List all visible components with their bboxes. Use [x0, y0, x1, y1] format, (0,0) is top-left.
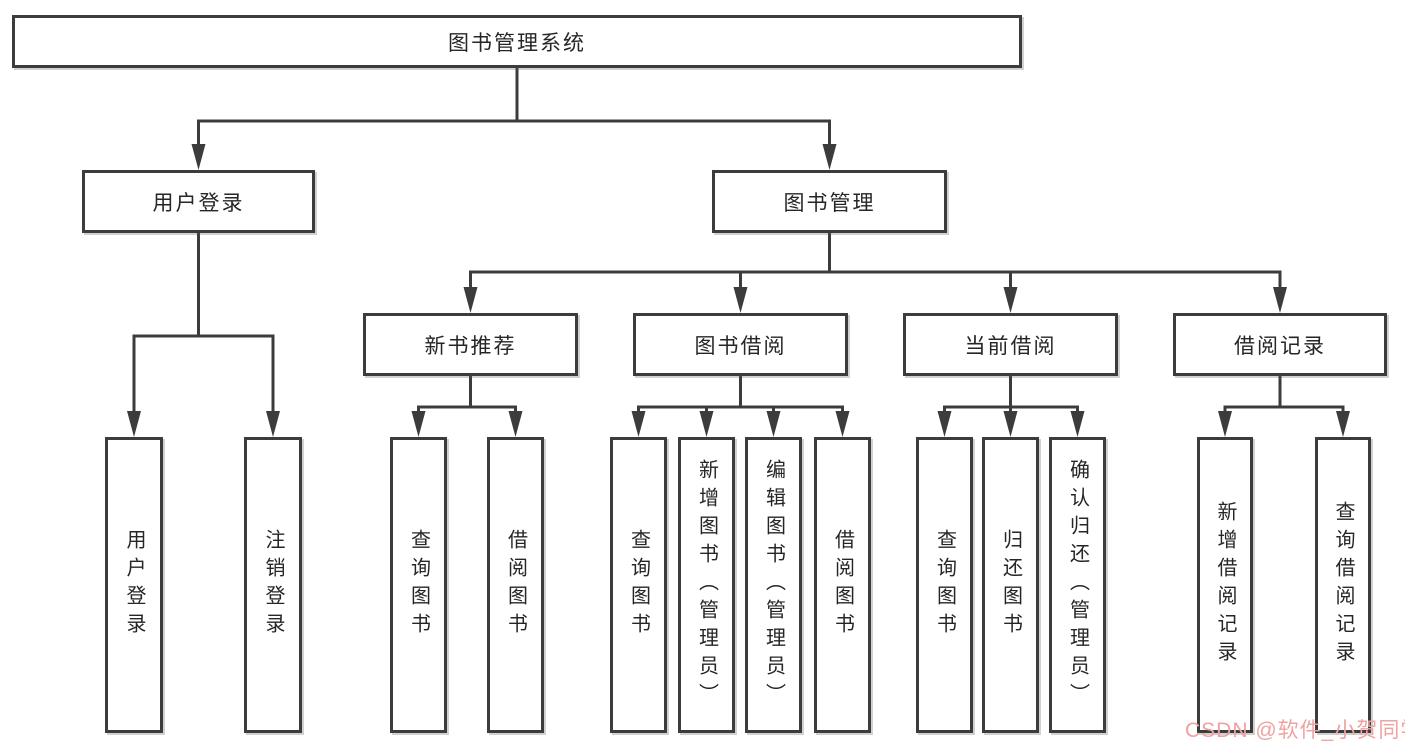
arrowhead [822, 144, 837, 170]
edge-records-to-leaves [1223, 376, 1345, 417]
node-label: 查询图书 [407, 529, 430, 641]
node-label: 用户登录 [152, 191, 245, 215]
arrowhead [1003, 287, 1018, 313]
arrowhead [191, 144, 206, 170]
node-leaf-return-books: 归还图书 [982, 437, 1039, 733]
node-label: 注销登录 [262, 529, 284, 641]
arrowhead [766, 411, 781, 437]
node-label: 查询图书 [933, 529, 956, 641]
arrowheads [127, 144, 1350, 437]
edge-bookmgmt-to-level3 [469, 233, 1282, 291]
node-label: 归还图书 [999, 529, 1022, 641]
node-leaf-borrow-books-2: 借阅图书 [814, 437, 871, 733]
arrowhead [508, 411, 523, 437]
arrowhead [1070, 411, 1085, 437]
node-book-management: 图书管理 [712, 170, 947, 233]
node-leaf-borrow-books: 借阅图书 [487, 437, 544, 733]
node-label: 图书管理系统 [448, 31, 586, 55]
node-label: 新增图书（管理员） [695, 459, 718, 711]
node-label: 编辑图书（管理员） [762, 459, 785, 711]
node-book-borrowing: 图书借阅 [633, 313, 848, 376]
node-leaf-logout: 注销登录 [244, 437, 302, 733]
arrowhead [1336, 411, 1350, 437]
arrowhead [1003, 411, 1018, 437]
edge-userlogin-to-leaves [132, 233, 275, 417]
arrowhead [733, 287, 748, 313]
node-leaf-query-books: 查询图书 [390, 437, 447, 733]
node-current-borrowing: 当前借阅 [903, 313, 1118, 376]
node-leaf-add-borrow-record: 新增借阅记录 [1197, 437, 1253, 733]
node-label: 图书管理 [783, 191, 876, 215]
node-leaf-edit-books-admin: 编辑图书（管理员） [745, 437, 802, 733]
edge-newbook-to-leaves [417, 376, 517, 417]
arrowhead [631, 411, 646, 437]
arrowhead [835, 411, 850, 437]
node-label: 新增借阅记录 [1214, 501, 1236, 669]
node-borrowing-records: 借阅记录 [1173, 313, 1387, 376]
node-leaf-query-books-2: 查询图书 [610, 437, 667, 733]
node-label: 借阅图书 [504, 529, 527, 641]
node-label: 查询借阅记录 [1332, 501, 1354, 669]
arrowhead [1273, 287, 1287, 313]
node-library-management-system: 图书管理系统 [12, 15, 1022, 68]
arrowhead [266, 411, 280, 437]
node-new-book-recommend: 新书推荐 [363, 313, 578, 376]
node-label: 新书推荐 [424, 334, 517, 358]
node-label: 查询图书 [627, 529, 650, 641]
node-label: 借阅记录 [1234, 334, 1326, 358]
node-label: 用户登录 [123, 529, 145, 641]
arrowhead [937, 411, 952, 437]
node-user-login: 用户登录 [82, 170, 315, 233]
edge-root-to-level2 [197, 68, 831, 150]
node-leaf-query-books-3: 查询图书 [916, 437, 973, 733]
node-label: 确认归还（管理员） [1066, 459, 1089, 711]
edge-currentborrow-to-leaves [943, 376, 1079, 417]
node-leaf-add-books-admin: 新增图书（管理员） [678, 437, 735, 733]
arrowhead [411, 411, 426, 437]
arrowhead [463, 287, 478, 313]
node-leaf-query-borrow-record: 查询借阅记录 [1315, 437, 1371, 733]
node-leaf-user-login: 用户登录 [105, 437, 163, 733]
node-leaf-confirm-return-admin: 确认归还（管理员） [1049, 437, 1106, 733]
arrowhead [1218, 411, 1232, 437]
node-label: 借阅图书 [831, 529, 854, 641]
edge-borrowbook-to-leaves [637, 376, 844, 417]
node-label: 图书借阅 [694, 334, 787, 358]
arrowhead [127, 411, 141, 437]
arrowhead [699, 411, 714, 437]
csdn-watermark: CSDN @软件_小贺同学 [1185, 719, 1405, 742]
node-label: 当前借阅 [964, 334, 1057, 358]
